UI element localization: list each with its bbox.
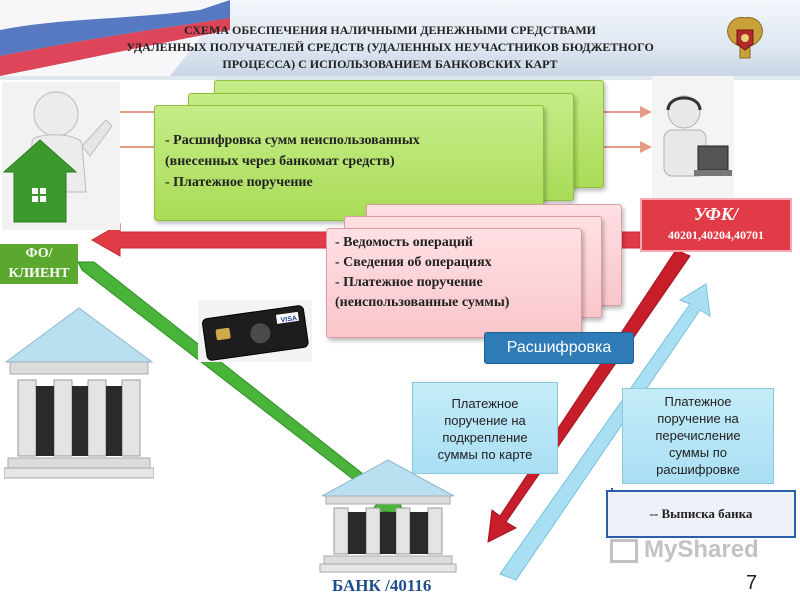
pink-card-line: (неиспользованные суммы) bbox=[335, 295, 510, 310]
presentation-icon bbox=[610, 538, 638, 563]
green-card-line: (внесенных через банкомат средств) bbox=[165, 154, 395, 169]
fo-client-label: ФО/ КЛИЕНТ bbox=[0, 244, 78, 284]
ufk-accounts: 40201,40204,40701 bbox=[668, 228, 764, 242]
card-payment-line: поручение на bbox=[444, 413, 526, 428]
title-line: ПРОЦЕССА) С ИСПОЛЬЗОВАНИЕМ БАНКОВСКИХ КА… bbox=[222, 57, 558, 71]
pink-card-line: - Сведения об операциях bbox=[335, 255, 492, 270]
pink-card-front: - Ведомость операций - Сведения об опера… bbox=[326, 228, 582, 338]
transfer-line: суммы по bbox=[669, 445, 727, 460]
bank-building-icon bbox=[3, 300, 155, 490]
transfer-line: расшифровке bbox=[656, 462, 740, 477]
transfer-line: поручение на bbox=[657, 411, 739, 426]
bank-card-image: VISA bbox=[198, 300, 312, 362]
transfer-line: перечисление bbox=[655, 428, 741, 443]
page-title: СХЕМА ОБЕСПЕЧЕНИЯ НАЛИЧНЫМИ ДЕНЕЖНЫМИ СР… bbox=[80, 22, 700, 73]
decode-label: Расшифровка bbox=[484, 332, 634, 364]
bank-building-small-icon bbox=[318, 456, 458, 576]
svg-text:VISA: VISA bbox=[280, 315, 297, 324]
watermark: MyShared bbox=[610, 536, 759, 564]
header-divider bbox=[0, 76, 800, 80]
pink-card-line: - Платежное поручение bbox=[335, 275, 483, 290]
title-line: УДАЛЕННЫХ ПОЛУЧАТЕЛЕЙ СРЕДСТВ (УДАЛЕННЫХ… bbox=[126, 40, 654, 54]
watermark-text: MyShared bbox=[644, 536, 759, 563]
pink-card-line: - Ведомость операций bbox=[335, 235, 473, 250]
transfer-line: Платежное bbox=[664, 394, 732, 409]
treasury-emblem-icon bbox=[720, 14, 770, 66]
transfer-payment-box: Платежное поручение на перечисление сумм… bbox=[622, 388, 774, 484]
card-payment-box: Платежное поручение на подкрепление сумм… bbox=[412, 382, 558, 474]
client-illustration bbox=[2, 82, 120, 230]
bank-account-label: БАНК /40116 bbox=[332, 576, 432, 595]
green-card-front: - Расшифровка сумм неиспользованных (вне… bbox=[154, 105, 544, 221]
card-payment-line: суммы по карте bbox=[437, 447, 533, 462]
ufk-title: УФК/ bbox=[693, 204, 739, 224]
card-payment-line: Платежное bbox=[451, 396, 519, 411]
green-card-line: - Платежное поручение bbox=[165, 175, 313, 190]
card-payment-line: подкрепление bbox=[442, 430, 528, 445]
fo-label-line: КЛИЕНТ bbox=[8, 266, 70, 281]
bank-statement-box: -- Выписка банка bbox=[606, 490, 796, 538]
flag-decoration bbox=[0, 0, 230, 76]
page-number: 7 bbox=[746, 572, 758, 594]
fo-label-line: ФО/ bbox=[25, 246, 53, 261]
title-line: СХЕМА ОБЕСПЕЧЕНИЯ НАЛИЧНЫМИ ДЕНЕЖНЫМИ СР… bbox=[183, 23, 597, 37]
green-card-line: - Расшифровка сумм неиспользованных bbox=[165, 133, 420, 148]
operator-illustration bbox=[652, 76, 734, 200]
ufk-box: УФК/ 40201,40204,40701 bbox=[640, 198, 792, 252]
